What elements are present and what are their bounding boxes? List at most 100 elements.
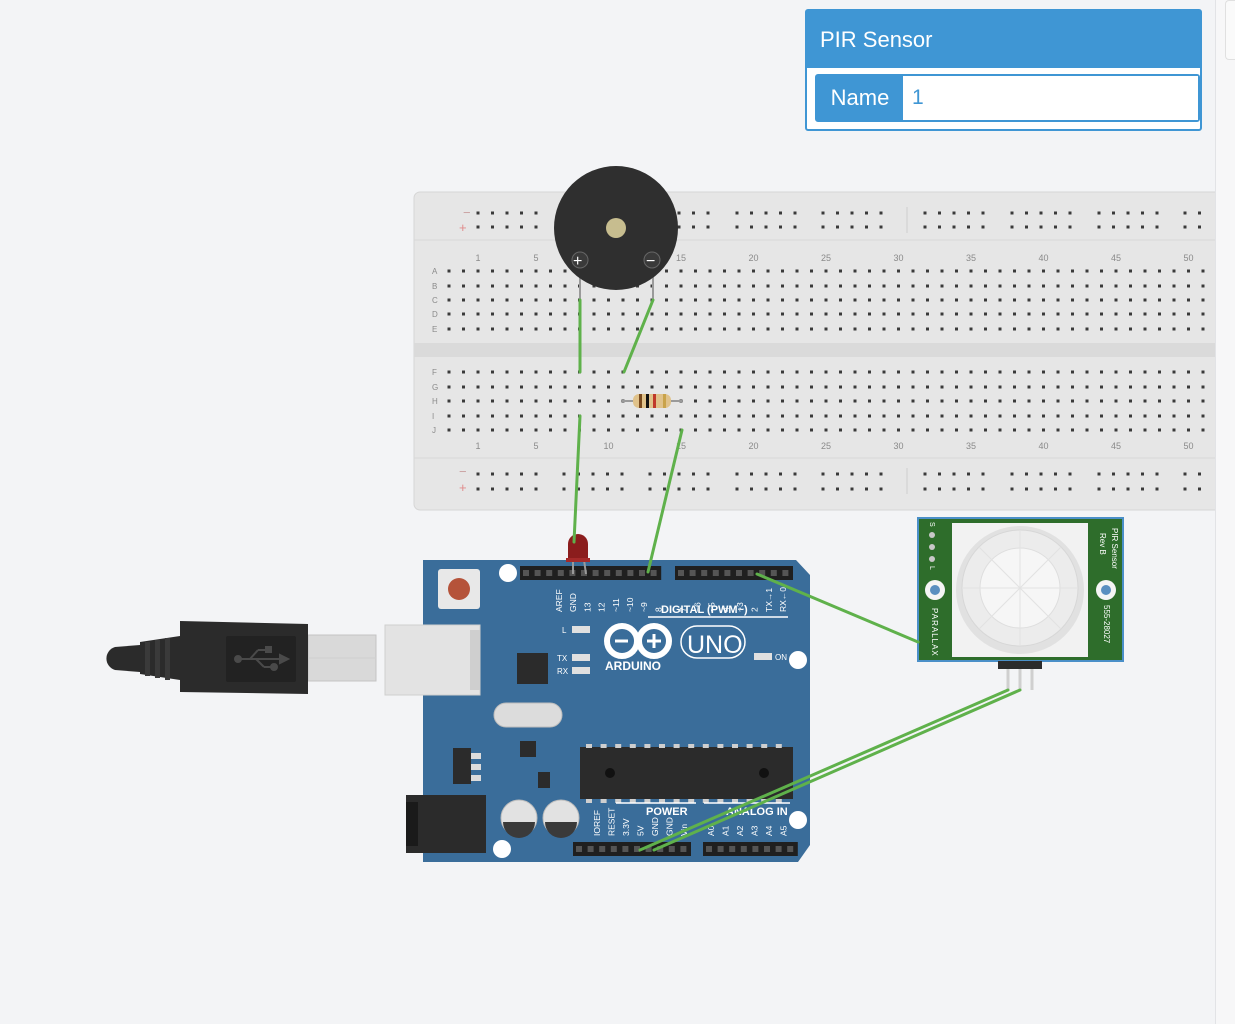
- breadboard-hole: [984, 399, 987, 403]
- breadboard-hole: [955, 428, 958, 432]
- breadboard-hole: [955, 327, 958, 331]
- resistor[interactable]: [622, 394, 682, 408]
- breadboard-hole: [621, 385, 625, 389]
- breadboard-hole: [1114, 284, 1118, 288]
- wires[interactable]: [572, 298, 1022, 852]
- header-pin[interactable]: [740, 846, 747, 852]
- header-pin[interactable]: [706, 846, 712, 852]
- rail-minus-label-bottom: −: [459, 464, 467, 479]
- header-pin[interactable]: [770, 570, 777, 576]
- header-pin[interactable]: [523, 570, 529, 576]
- rail-hole: [663, 487, 666, 491]
- header-pin[interactable]: [634, 846, 640, 852]
- rail-hole: [706, 472, 710, 476]
- header-pin[interactable]: [587, 846, 594, 852]
- wire[interactable]: [646, 428, 684, 574]
- header-pin[interactable]: [599, 846, 606, 852]
- rail-hole: [750, 211, 753, 215]
- header-pin[interactable]: [604, 570, 611, 576]
- scrollbar-thumb[interactable]: [1225, 0, 1235, 60]
- rail-hole: [750, 472, 753, 476]
- header-pin[interactable]: [736, 570, 742, 576]
- breadboard-hole: [897, 428, 900, 432]
- header-pin[interactable]: [622, 846, 629, 852]
- header-pin[interactable]: [645, 846, 652, 852]
- breadboard-hole: [839, 312, 842, 316]
- header-pin[interactable]: [764, 846, 770, 852]
- breadboard-hole: [679, 414, 683, 418]
- header-pin[interactable]: [747, 570, 754, 576]
- header-pin[interactable]: [639, 570, 645, 576]
- header-pin[interactable]: [678, 570, 684, 576]
- header-pin[interactable]: [717, 846, 724, 852]
- capacitor: [542, 799, 580, 838]
- breadboard-hole: [447, 312, 451, 316]
- header-pin[interactable]: [752, 846, 759, 852]
- breadboard-hole: [491, 269, 494, 273]
- breadboard-hole: [650, 428, 654, 432]
- breadboard-hole: [897, 312, 900, 316]
- header-pin[interactable]: [576, 846, 582, 852]
- breadboard-hole: [1100, 399, 1103, 403]
- header-pin[interactable]: [701, 570, 708, 576]
- wire[interactable]: [638, 688, 1010, 852]
- analog-header[interactable]: [703, 842, 798, 856]
- breadboard-hole: [607, 327, 610, 331]
- header-pin[interactable]: [680, 846, 687, 852]
- wire[interactable]: [755, 572, 920, 644]
- header-pin[interactable]: [712, 570, 719, 576]
- breadboard-hole: [563, 399, 567, 403]
- wire[interactable]: [572, 414, 582, 544]
- breadboard-hole: [694, 414, 697, 418]
- rail-hole: [967, 211, 970, 215]
- header-pin[interactable]: [534, 570, 541, 576]
- power-header[interactable]: [573, 842, 691, 856]
- breadboard-hole: [1085, 327, 1089, 331]
- reset-button[interactable]: [438, 569, 480, 609]
- row-letter: A: [432, 267, 438, 276]
- pir-sensor[interactable]: S L PARALLAX PIR Sensor Rev B 555-28027: [917, 517, 1124, 690]
- header-pin[interactable]: [724, 570, 731, 576]
- header-pin[interactable]: [729, 846, 736, 852]
- header-pin[interactable]: [610, 846, 617, 852]
- header-pin[interactable]: [650, 570, 657, 576]
- rail-hole: [836, 225, 839, 229]
- breadboard-hole: [940, 298, 944, 302]
- rail-hole: [1010, 472, 1014, 476]
- rail-hole: [1097, 487, 1101, 491]
- header-pin[interactable]: [592, 570, 599, 576]
- wire[interactable]: [622, 298, 655, 374]
- header-pin[interactable]: [759, 570, 766, 576]
- column-number: 15: [676, 253, 686, 263]
- header-pin[interactable]: [581, 570, 587, 576]
- header-pin[interactable]: [775, 846, 782, 852]
- digital-header-right[interactable]: [675, 566, 793, 580]
- header-pin[interactable]: [546, 570, 553, 576]
- digital-header-left[interactable]: [520, 566, 662, 580]
- usb-cable[interactable]: [106, 621, 377, 694]
- header-pin[interactable]: [787, 846, 794, 852]
- canvas-scrollbar[interactable]: [1215, 0, 1235, 1024]
- breadboard-hole: [563, 428, 567, 432]
- header-pin[interactable]: [615, 570, 622, 576]
- row-letter: J: [432, 426, 436, 435]
- breadboard-hole: [679, 269, 683, 273]
- header-pin[interactable]: [689, 570, 696, 576]
- breadboard-hole: [1201, 284, 1205, 288]
- header-pin[interactable]: [668, 846, 675, 852]
- breadboard-hole: [708, 269, 712, 273]
- header-pin[interactable]: [627, 570, 634, 576]
- piezo-buzzer[interactable]: + −: [554, 166, 678, 300]
- header-pin[interactable]: [657, 846, 664, 852]
- breadboard-hole: [1085, 428, 1089, 432]
- wire[interactable]: [652, 688, 1022, 852]
- header-pin[interactable]: [557, 570, 564, 576]
- breadboard-hole: [1042, 312, 1045, 316]
- led-tx: [572, 654, 590, 661]
- rail-hole: [491, 211, 494, 215]
- header-pin[interactable]: [782, 570, 789, 576]
- name-input[interactable]: [903, 76, 1198, 120]
